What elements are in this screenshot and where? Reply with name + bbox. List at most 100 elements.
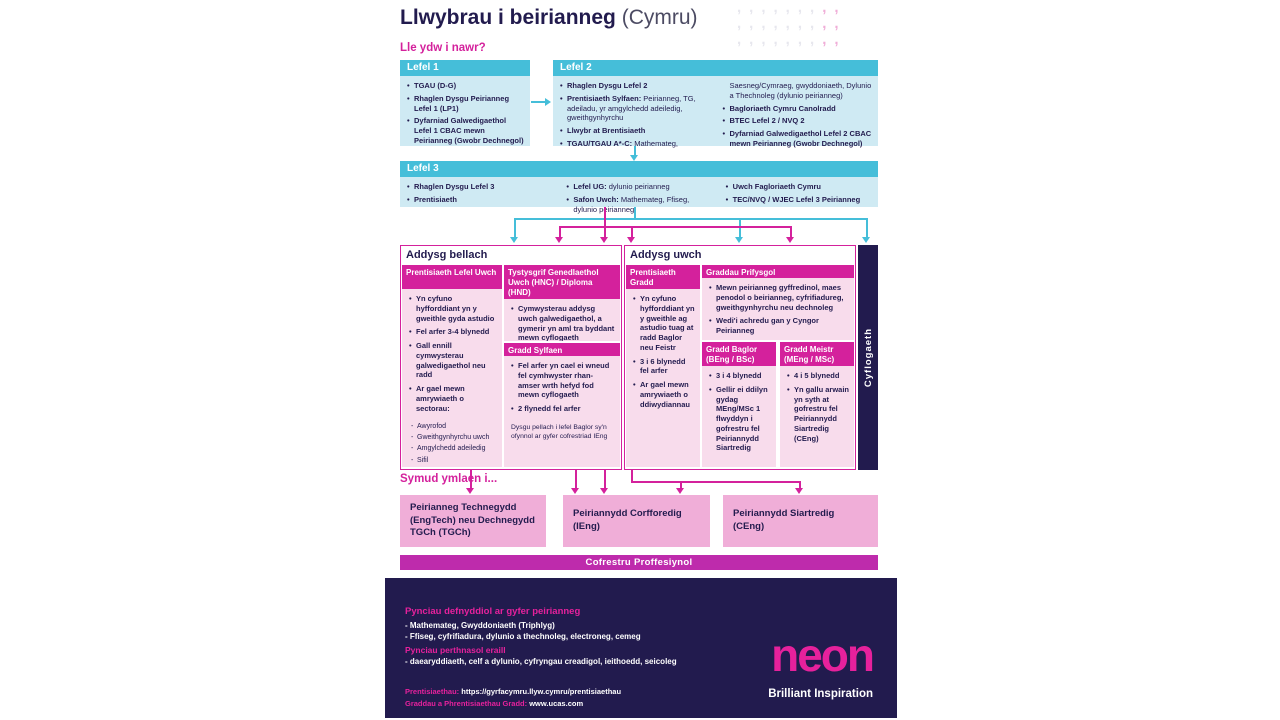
arrow-down-icon: [510, 237, 518, 243]
comma-pink: ,,: [822, 31, 847, 48]
comma-row: ,,,,,,,,,: [737, 32, 847, 48]
list-item: Lefel UG: dylunio peirianneg: [566, 182, 713, 192]
progress-heading: Symud ymlaen i...: [400, 473, 498, 485]
useful-subjects-line: - Mathemateg, Gwyddoniaeth (Triphlyg): [405, 621, 555, 630]
higher-education-title: Addysg uwch: [630, 249, 702, 261]
list-item: Sifil: [411, 456, 502, 465]
comma-pink: ,,: [822, 0, 847, 16]
master-degree-body: 4 i 5 blynedd Yn gallu arwain yn syth at…: [780, 366, 854, 467]
foundation-degree-header: Gradd Sylfaen: [504, 343, 620, 356]
list-item: BTEC Lefel 2 / NVQ 2: [723, 116, 874, 126]
connector-line: [634, 146, 636, 156]
list-item: 3 i 6 blynedd fel arfer: [633, 357, 695, 377]
level3-list-col2: Lefel UG: dylunio peirianneg Safon Uwch:…: [559, 177, 718, 214]
arrow-down-icon: [862, 237, 870, 243]
related-subjects-line: - daearyddiaeth, celf a dylunio, cyfryng…: [405, 657, 677, 666]
list-item: Ar gael mewn amrywiaeth o ddiwydiannau: [633, 380, 695, 409]
university-degrees-list: Mewn peirianneg gyffredinol, maes penodo…: [702, 278, 854, 340]
connector-line: [531, 101, 545, 103]
level3-header: Lefel 3: [400, 161, 878, 177]
connector-line: [631, 470, 633, 483]
degrees-link[interactable]: www.ucas.com: [529, 699, 584, 708]
level3-body: Rhaglen Dysgu Lefel 3 Prentisiaeth Lefel…: [400, 177, 878, 214]
list-item: 2 flynedd fel arfer: [511, 404, 615, 414]
foundation-degree-note: Dysgu pellach i lefel Baglor sy'n ofynno…: [511, 423, 608, 440]
sector-sublist: Awyrofod Gweithgynhyrchu uwch Amgylchedd…: [402, 422, 502, 467]
page-title: Llwybrau i beirianneg (Cymru): [400, 6, 698, 30]
list-item: Yn cyfuno hyfforddiant yn y gweithle gyd…: [409, 294, 497, 323]
list-item: Ar gael mewn amrywiaeth o sectorau:: [409, 384, 497, 413]
degree-apprenticeship-body: Yn cyfuno hyfforddiant yn y gweithle ag …: [626, 289, 700, 467]
higher-apprenticeship-header: Prentisiaeth Lefel Uwch: [402, 265, 502, 289]
list-item: Gellir ei ddilyn gydag MEng/MSc 1 flwydd…: [709, 385, 771, 453]
list-item: 4 i 5 blynedd: [787, 371, 849, 381]
list-item: Yn cyfuno hyfforddiant yn y gweithle ag …: [633, 294, 695, 353]
registration-bar: Cofrestru Proffesiynol: [400, 555, 878, 570]
level2-list-col2: Saesneg/Cymraeg, gwyddoniaeth, Dylunio a…: [716, 76, 879, 148]
connector-line: [559, 226, 561, 237]
arrow-down-icon: [630, 155, 638, 161]
arrow-down-icon: [786, 237, 794, 243]
level1-header: Lefel 1: [400, 60, 530, 76]
connector-line: [559, 226, 792, 228]
list-item: Wedi'i achredu gan y Cyngor Peirianneg: [709, 316, 849, 336]
master-degree-list: 4 i 5 blynedd Yn gallu arwain yn syth at…: [780, 366, 854, 451]
list-item: Rhaglen Dysgu Peirianneg Lefel 1 (LP1): [407, 94, 525, 114]
useful-subjects-heading: Pynciau defnyddiol ar gyfer peirianneg: [405, 606, 581, 617]
comma-gray: ,,,,,,,: [737, 15, 823, 32]
master-degree-header: Gradd Meistr (MEng / MSc): [780, 342, 854, 366]
list-item: TEC/NVQ / WJEC Lefel 3 Peirianneg: [726, 195, 873, 205]
list-item: TGAU/TGAU A*-C: Mathemateg,: [560, 139, 711, 149]
arrow-down-icon: [600, 488, 608, 494]
list-item: Dyfarniad Galwedigaethol Lefel 1 CBAC me…: [407, 116, 525, 145]
list-item: Bagloriaeth Cymru Canolradd: [723, 104, 874, 114]
list-item: Gall ennill cymwysterau galwedigaethol n…: [409, 341, 497, 380]
employment-label: Cyflogaeth: [862, 327, 874, 388]
comma-pink: ,,: [822, 15, 847, 32]
item-bold: Lefel UG:: [573, 182, 607, 191]
item-bold: Rhaglen Dysgu Lefel 2: [567, 81, 648, 90]
foundation-degree-body: Fel arfer yn cael ei wneud fel cymhwyste…: [504, 356, 620, 467]
connector-line: [866, 218, 868, 237]
arrow-down-icon: [466, 488, 474, 494]
list-item: Llwybr at Brentisiaeth: [560, 126, 711, 136]
outcome-ieng-box: Peiriannydd Corfforedig (IEng): [563, 495, 710, 547]
item-text: Peirianneg, TG, adeiladu, yr amgylchedd …: [567, 93, 696, 123]
list-item: Rhaglen Dysgu Lefel 3: [407, 182, 554, 192]
comma-pattern-decoration: ,,,,,,,,, ,,,,,,,,, ,,,,,,,,,: [737, 0, 847, 48]
foundation-degree-list: Fel arfer yn cael ei wneud fel cymhwyste…: [504, 356, 620, 422]
hnc-hnd-header: Tystysgrif Genedlaethol Uwch (HNC) / Dip…: [504, 265, 620, 299]
connector-line: [634, 207, 636, 218]
employment-bar: Cyflogaeth: [858, 245, 878, 470]
level1-body: TGAU (D-G) Rhaglen Dysgu Peirianneg Lefe…: [400, 76, 530, 146]
list-item: Awyrofod: [411, 422, 502, 431]
list-item: TGAU (D-G): [407, 81, 525, 91]
item-bold: Llwybr at Brentisiaeth: [567, 126, 646, 135]
apprenticeships-label: Prentisiaethau:: [405, 687, 460, 696]
arrow-down-icon: [676, 488, 684, 494]
list-item: Rhaglen Dysgu Lefel 2: [560, 81, 711, 91]
apprenticeships-link[interactable]: https://gyrfacymru.llyw.cymru/prentisiae…: [461, 687, 622, 696]
level2-list-col1: Rhaglen Dysgu Lefel 2 Prentisiaeth Sylfa…: [553, 76, 716, 149]
arrow-down-icon: [571, 488, 579, 494]
outcome-engtech-box: Peirianneg Technegydd (EngTech) neu Dech…: [400, 495, 546, 547]
item-text: Mathemateg, Ffiseg, dylunio peirianneg: [573, 194, 690, 214]
connector-line: [514, 218, 516, 237]
connector-line: [604, 207, 606, 226]
related-subjects-heading: Pynciau perthnasol eraill: [405, 645, 506, 655]
degree-apprenticeship-header: Prentisiaeth Gradd: [626, 265, 700, 289]
intro-heading: Lle ydw i nawr?: [400, 42, 486, 54]
arrow-down-icon: [600, 237, 608, 243]
comma-gray: ,,,,,,,: [737, 0, 823, 16]
list-item: Yn gallu arwain yn syth at gofrestru fel…: [787, 385, 849, 444]
arrow-down-icon: [627, 237, 635, 243]
arrow-down-icon: [795, 488, 803, 494]
degree-apprenticeship-list: Yn cyfuno hyfforddiant yn y gweithle ag …: [626, 289, 700, 417]
page-title-sub: (Cymru): [621, 6, 698, 29]
connector-line: [680, 481, 682, 488]
footer: Pynciau defnyddiol ar gyfer peirianneg -…: [385, 578, 897, 718]
hnc-hnd-body: Cymwysterau addysg uwch galwedigaethol, …: [504, 299, 620, 341]
bachelor-degree-body: 3 i 4 blynedd Gellir ei ddilyn gydag MEn…: [702, 366, 776, 467]
list-item: Mewn peirianneg gyffredinol, maes penodo…: [709, 283, 849, 312]
